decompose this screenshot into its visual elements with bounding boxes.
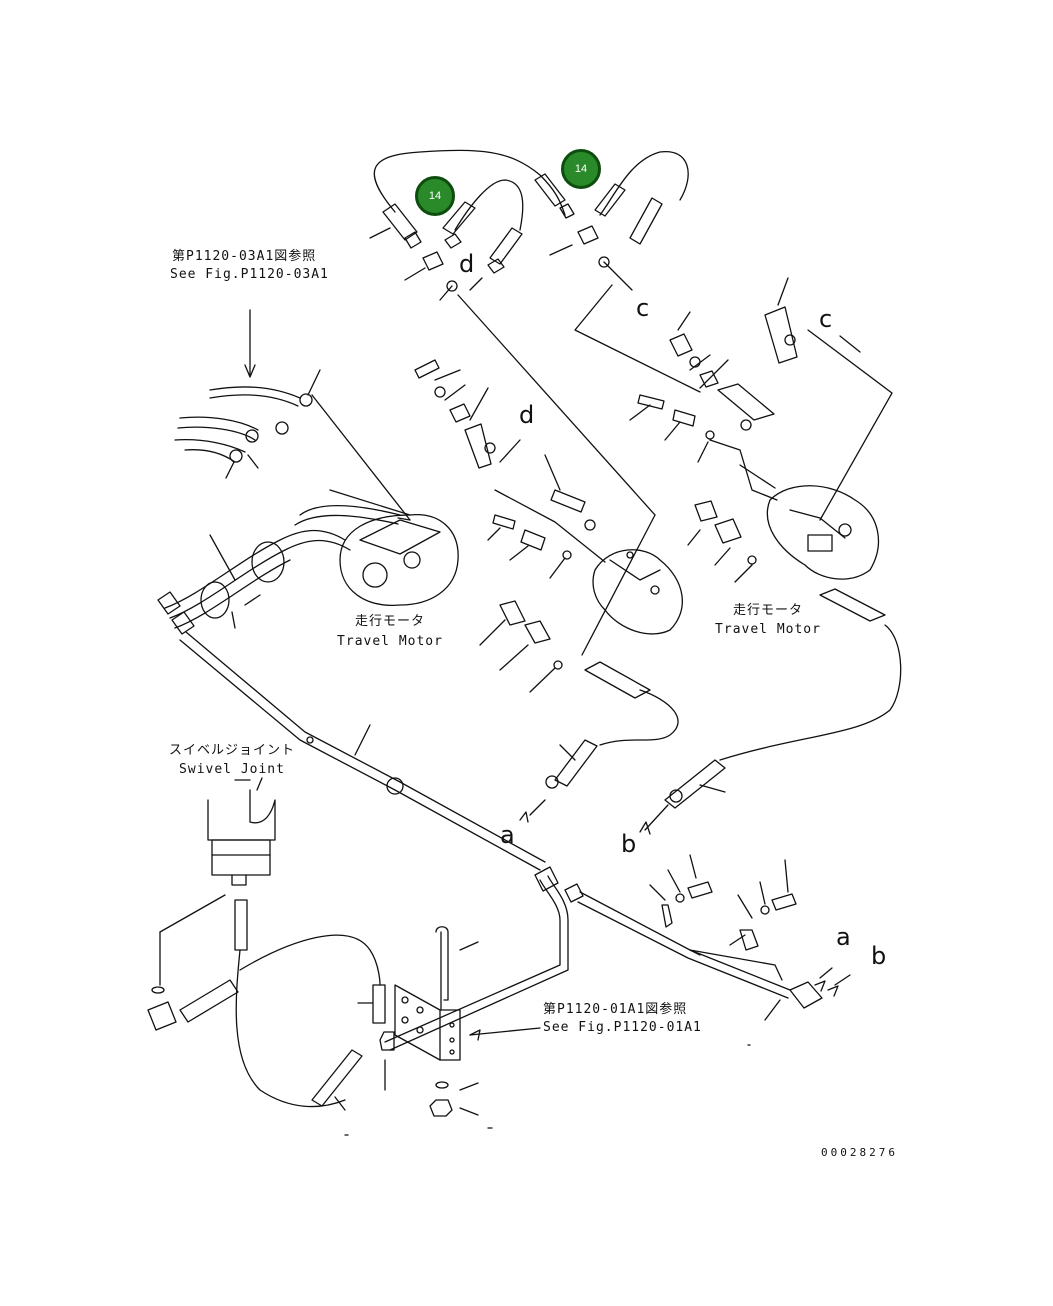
travel-motor-right <box>688 486 885 621</box>
conn-letter-a-mid: a <box>500 821 515 849</box>
ref-03a1-en: See Fig.P1120-03A1 <box>170 267 329 282</box>
right-fittings <box>630 278 797 500</box>
callout-14-right[interactable]: 14 <box>561 149 601 189</box>
travel-motor-left-jp: 走行モータ <box>354 614 426 629</box>
conn-letter-b-mid: b <box>621 830 637 858</box>
callout-14-left[interactable]: 14 <box>415 176 455 216</box>
conn-letter-c-right: c <box>819 305 833 333</box>
ref-01a1-en: See Fig.P1120-01A1 <box>543 1020 702 1035</box>
center-lower-fittings <box>480 601 678 822</box>
center-fittings <box>415 360 595 578</box>
long-tube-center <box>180 632 545 870</box>
travel-motor-right-en: Travel Motor <box>715 622 821 637</box>
travel-motor-left-en: Travel Motor <box>337 634 443 649</box>
conn-letter-d-top: d <box>459 250 475 278</box>
ref-01a1-jp: 第P1120-01A1図参照 <box>543 1002 688 1017</box>
top-hose-loops <box>370 150 688 300</box>
bottom-left-parts <box>148 895 385 1110</box>
tee-and-right-tube <box>535 867 850 1020</box>
hose-left-main <box>158 531 350 634</box>
swivel-joint-jp: スイベルジョイント <box>168 743 296 758</box>
center-motor-block <box>593 550 682 634</box>
conn-letter-b-right: b <box>871 942 887 970</box>
reference-lines <box>245 285 892 655</box>
conn-letter-d-mid: d <box>519 401 535 429</box>
conn-letter-a-right: a <box>836 923 851 951</box>
swivel-joint-en: Swivel Joint <box>179 762 285 777</box>
drawing-number: 00028276 <box>821 1146 898 1159</box>
clamps <box>650 855 796 950</box>
hose-right-long <box>640 625 901 834</box>
travel-motor-left <box>295 490 458 605</box>
bracket-assembly <box>380 876 568 1116</box>
hose-bundle-left <box>175 370 320 478</box>
ref-03a1-jp: 第P1120-03A1図参照 <box>172 249 317 264</box>
conn-letter-c-left: c <box>636 294 650 322</box>
swivel-joint <box>208 778 275 885</box>
travel-motor-right-jp: 走行モータ <box>732 603 804 618</box>
